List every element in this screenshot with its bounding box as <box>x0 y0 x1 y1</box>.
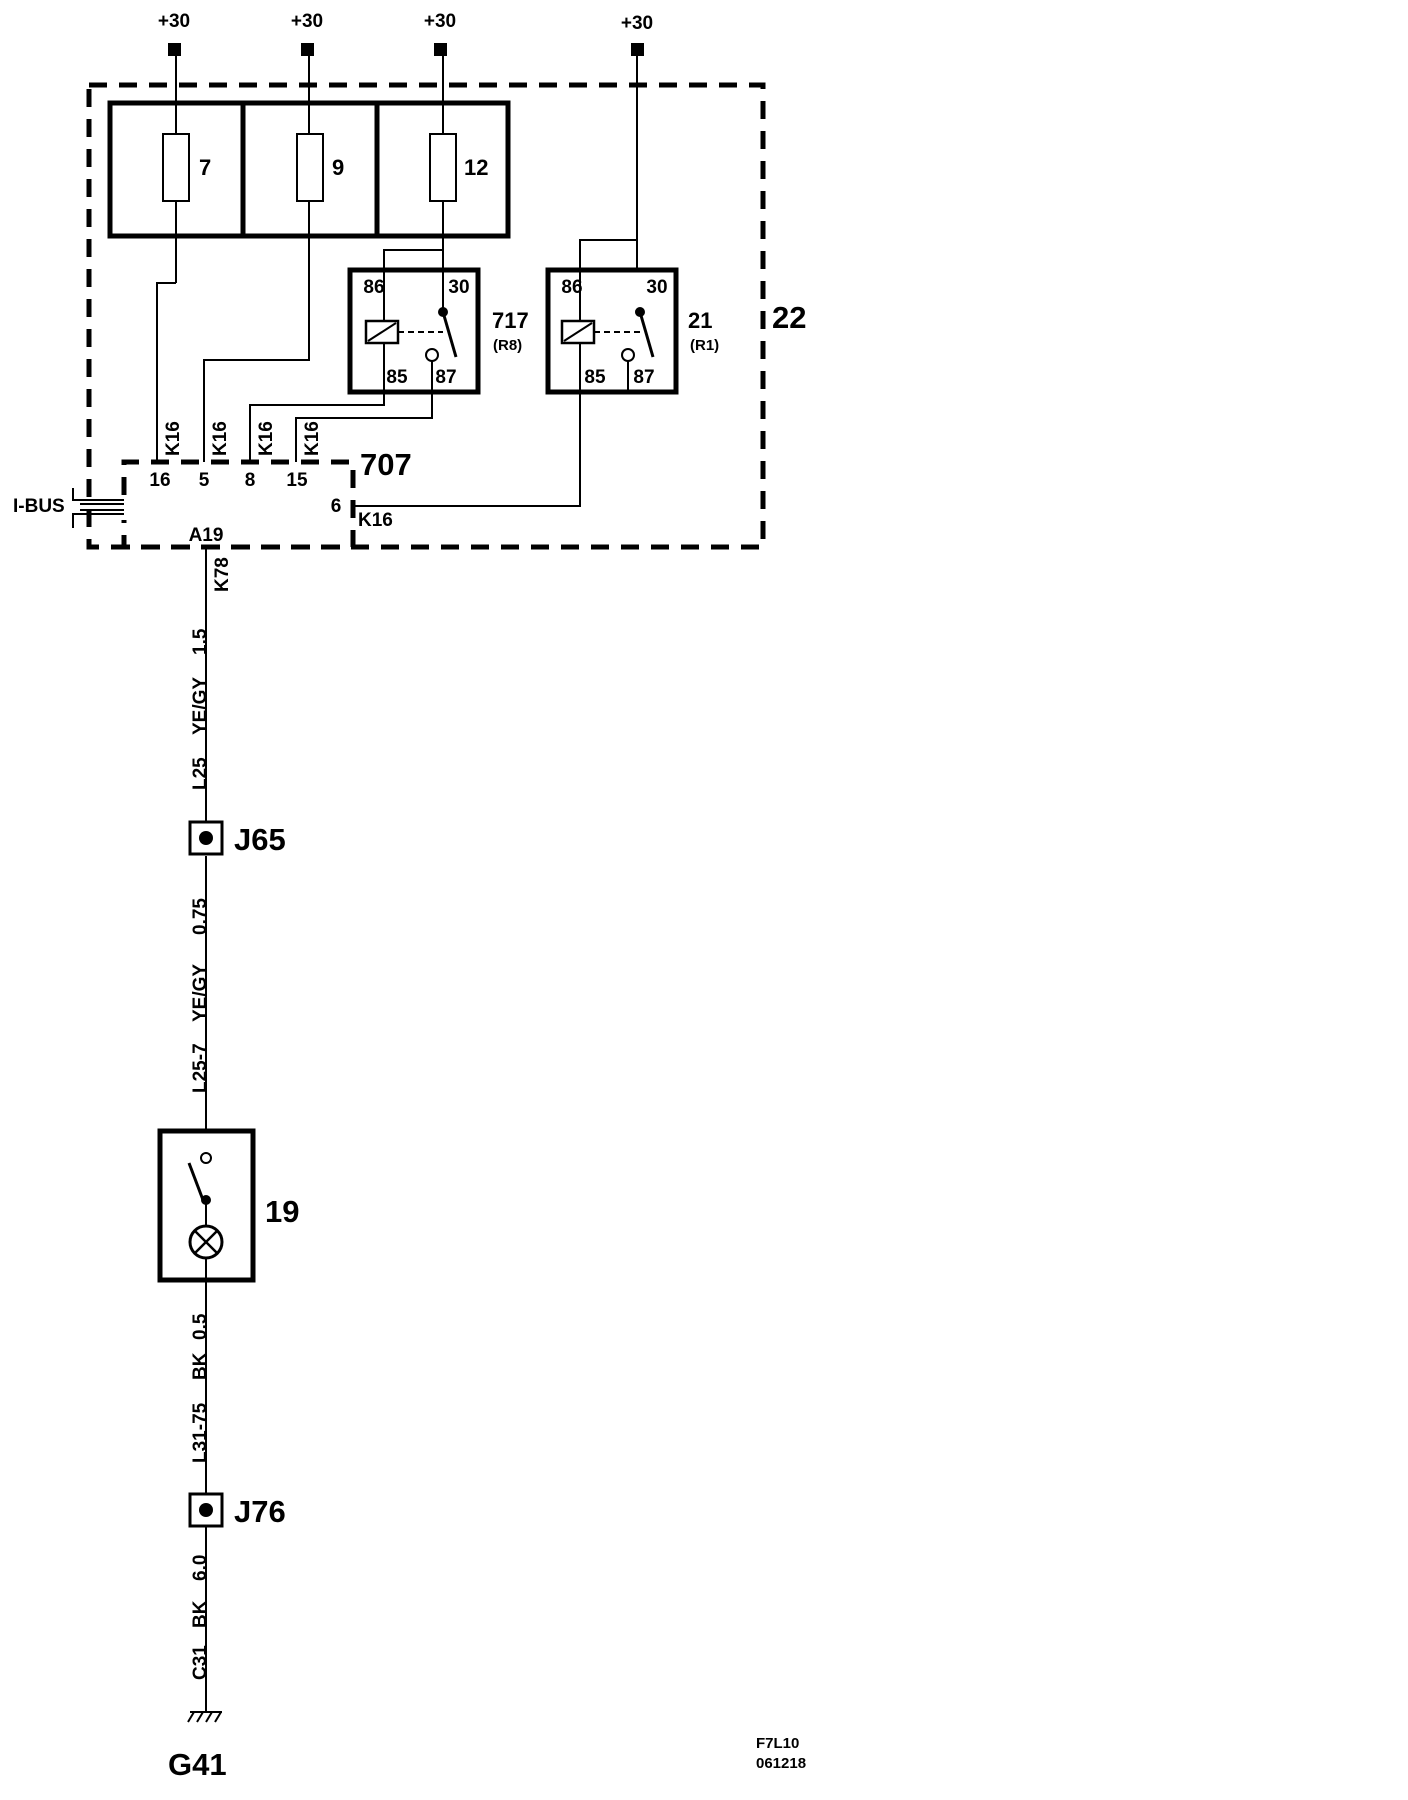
supply-label-1: +30 <box>158 11 190 32</box>
relay-21-pin86: 86 <box>561 277 582 298</box>
fuse-9 <box>296 133 324 202</box>
wire-code-k16-side: K16 <box>358 510 393 531</box>
fuse-12 <box>429 133 457 202</box>
relay-717-pin87: 87 <box>435 367 456 388</box>
wire3-size: 0.5 <box>190 1313 211 1340</box>
wire1-color: YE/GY <box>190 677 211 735</box>
supply-terminal-1 <box>168 43 181 56</box>
relay-717-pin85: 85 <box>386 367 408 388</box>
ground-label: G41 <box>168 1747 227 1782</box>
ground-icon <box>187 1711 222 1723</box>
wire4-color: BK <box>190 1600 211 1628</box>
lamp-switch-19-label: 19 <box>265 1194 299 1229</box>
module-pin-6: 6 <box>331 496 342 517</box>
module-707-label: 707 <box>360 447 412 482</box>
relay-717-label: 717 <box>492 308 529 333</box>
wire1-size: 1.5 <box>190 628 211 655</box>
fusebox-outline <box>86 82 766 550</box>
module-pin-5: 5 <box>199 470 210 491</box>
wire2-size: 0.75 <box>190 898 211 935</box>
supply-terminal-4 <box>631 43 644 56</box>
junction-j76-label: J76 <box>234 1494 286 1529</box>
relay-717-contact <box>425 348 439 362</box>
wire2-code: L25-7 <box>190 1043 211 1093</box>
wire1-code: L25 <box>190 757 211 790</box>
wire-code-k16-2: K16 <box>210 421 231 456</box>
relay-717: 86 30 85 87 <box>347 267 481 395</box>
relay-21-pin30: 30 <box>646 277 667 298</box>
relay-717-pin30: 30 <box>448 277 469 298</box>
supply-label-3: +30 <box>424 11 456 32</box>
supply-terminal-3 <box>434 43 447 56</box>
relay-717-pin86: 86 <box>363 277 384 298</box>
supply-label-4: +30 <box>621 13 653 34</box>
relay-717-sub: (R8) <box>493 337 522 354</box>
wire2-color: YE/GY <box>190 964 211 1022</box>
relay-21: 86 30 85 87 <box>545 267 679 395</box>
relay-21-contact <box>621 348 635 362</box>
module-pin-15: 15 <box>286 470 308 491</box>
module-707 <box>121 459 356 550</box>
relay-21-label: 21 <box>688 308 712 333</box>
fuse-7-label: 7 <box>199 155 211 180</box>
wire3-color: BK <box>190 1352 211 1380</box>
fuse-7 <box>162 133 190 202</box>
relay-21-pin85: 85 <box>584 367 606 388</box>
relay-21-pin87: 87 <box>633 367 654 388</box>
footer-code: F7L10 <box>756 1735 799 1752</box>
module-pin-8: 8 <box>245 470 256 491</box>
junction-j76 <box>188 1492 224 1528</box>
wire-code-k16-4: K16 <box>302 421 323 456</box>
junction-j65-label: J65 <box>234 822 286 857</box>
ibus-label: I-BUS <box>13 496 65 517</box>
wire-code-k16-3: K16 <box>256 421 277 456</box>
wire-code-k78: K78 <box>212 557 233 592</box>
supply-terminal-2 <box>301 43 314 56</box>
wire4-code: C31 <box>190 1645 211 1680</box>
module-pin-a19: A19 <box>189 525 224 546</box>
footer-date: 061218 <box>756 1755 806 1772</box>
wire-code-k16-1: K16 <box>163 421 184 456</box>
wire3-code: L31-75 <box>190 1402 211 1463</box>
fuse-12-label: 12 <box>464 155 488 180</box>
supply-label-2: +30 <box>291 11 323 32</box>
relay-21-sub: (R1) <box>690 337 719 354</box>
fuse-9-label: 9 <box>332 155 344 180</box>
fusebox-label: 22 <box>772 300 806 335</box>
module-pin-16: 16 <box>149 470 170 491</box>
wire4-size: 6.0 <box>190 1555 211 1581</box>
